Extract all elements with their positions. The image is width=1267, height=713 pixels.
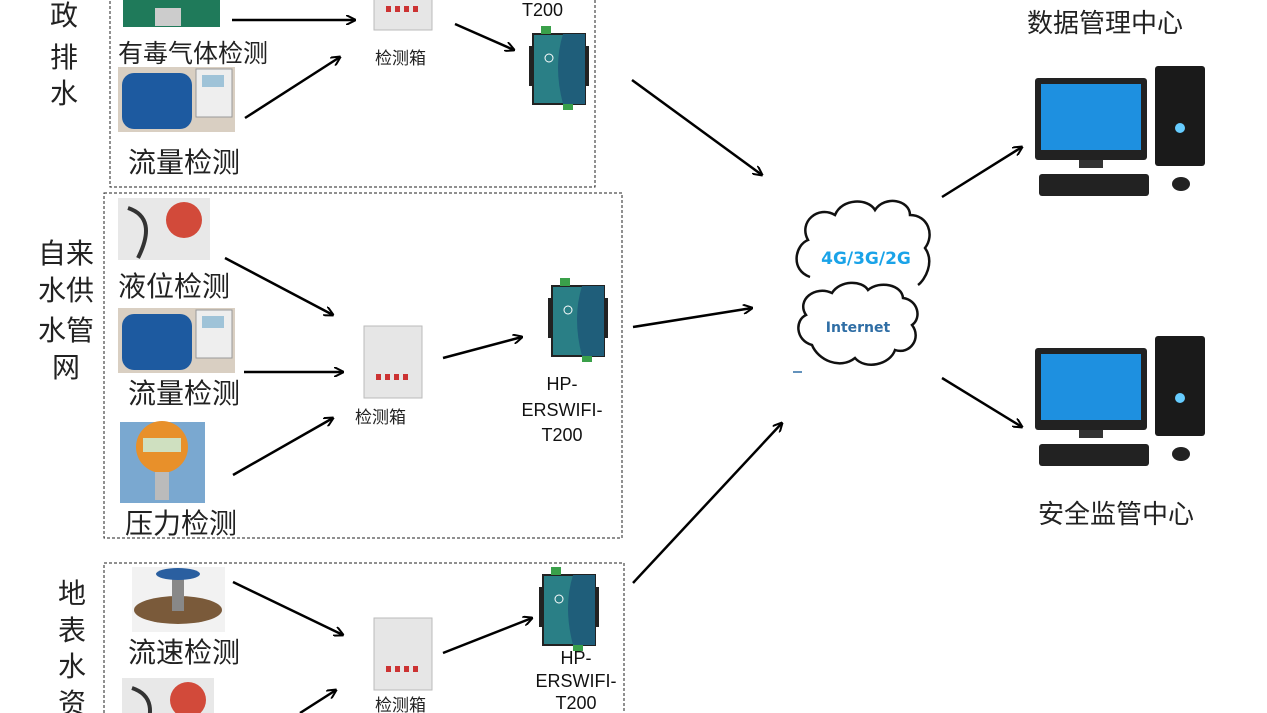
svg-text:网: 网 <box>52 351 80 384</box>
mobile-network-cloud <box>795 199 931 287</box>
svg-text:HP-: HP- <box>547 374 578 394</box>
svg-text:地: 地 <box>58 577 86 610</box>
svg-text:水: 水 <box>58 650 86 683</box>
router-label: HP- ERSWIFI- T200 <box>522 374 603 445</box>
data-center-label: 数据管理中心 <box>1027 9 1183 39</box>
svg-text:排: 排 <box>50 41 78 74</box>
connection-arrows <box>224 20 1022 713</box>
sensor-label: 流速检测 <box>128 636 240 669</box>
group-title-drainage: 政 排 水 <box>50 0 78 110</box>
svg-text:政: 政 <box>50 0 78 32</box>
router-label: HP- ERSWIFI- T200 <box>536 648 617 713</box>
level-sensor-image <box>116 196 212 262</box>
detection-box-image <box>373 617 433 691</box>
sensor-label: 有毒气体检测 <box>118 39 268 68</box>
internet-label: Internet <box>826 320 891 336</box>
svg-text:T200: T200 <box>555 693 596 713</box>
sensor-label: 流量检测 <box>128 146 240 179</box>
safety-center-computer-icon <box>1035 336 1205 466</box>
group-title-water-supply: 自来 水供 水管 网 <box>38 237 94 384</box>
group-box-water-supply <box>103 192 623 539</box>
sensor-label: 流量检测 <box>128 377 240 410</box>
sensor-label: 压力检测 <box>125 507 237 540</box>
group-box-drainage <box>109 0 596 188</box>
sensor-label: 液位检测 <box>118 270 230 303</box>
pressure-gauge-image <box>120 421 205 503</box>
detection-box-image <box>373 0 433 31</box>
svg-text:ERSWIFI-: ERSWIFI- <box>522 400 603 420</box>
svg-text:水供: 水供 <box>38 274 94 307</box>
internet-cloud <box>797 281 919 366</box>
svg-text:HP-: HP- <box>561 648 592 668</box>
svg-text:ERSWIFI-: ERSWIFI- <box>536 671 617 691</box>
router-label: T200 <box>522 0 563 20</box>
gas-sensor-image <box>123 0 220 27</box>
svg-text:水管: 水管 <box>38 314 94 347</box>
svg-text:自来: 自来 <box>38 237 94 270</box>
level-sensor-image <box>120 676 216 713</box>
detection-box-label: 检测箱 <box>375 49 426 69</box>
flow-meter-image <box>117 307 236 374</box>
svg-text:表: 表 <box>58 614 86 647</box>
detection-box-label: 检测箱 <box>375 696 426 713</box>
svg-text:T200: T200 <box>541 425 582 445</box>
detection-box-label: 检测箱 <box>355 408 406 428</box>
detection-box-image <box>363 325 423 399</box>
svg-text:水: 水 <box>50 77 78 110</box>
flow-velocity-sensor-image <box>132 567 225 632</box>
safety-center-label: 安全监管中心 <box>1038 500 1194 530</box>
group-box-surface-water <box>103 562 625 713</box>
group-title-surface-water: 地 表 水 资 <box>58 577 86 713</box>
flow-meter-image <box>117 66 236 133</box>
router-image <box>538 566 600 652</box>
data-center-computer-icon <box>1035 66 1205 196</box>
svg-text:资: 资 <box>58 687 86 713</box>
mobile-network-label: 4G/3G/2G <box>821 249 911 269</box>
router-image <box>547 277 609 363</box>
router-image <box>528 25 590 111</box>
